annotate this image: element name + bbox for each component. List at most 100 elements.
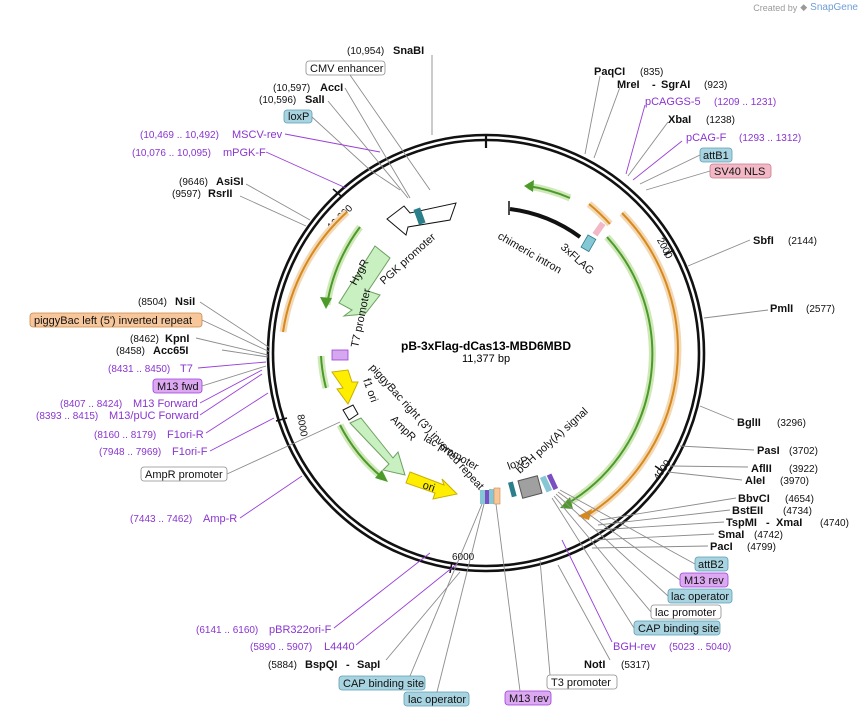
primer-f1ori-r-name: F1ori-R bbox=[167, 429, 204, 441]
leader-noti bbox=[557, 564, 611, 661]
primer-pcaggs5-name: pCAGGS-5 bbox=[645, 96, 701, 108]
site-pmli-name: PmlI bbox=[770, 303, 793, 315]
site-alei-range: (3970) bbox=[780, 476, 809, 487]
primer-amp-r-range: (7443 .. 7462) bbox=[130, 514, 192, 525]
leader-amp-r bbox=[239, 475, 303, 519]
leader-mscv-rev bbox=[284, 133, 381, 153]
primer-amp-r-name: Amp-R bbox=[203, 513, 237, 525]
plasmid-name: pB-3xFlag-dCas13-MBD6MBD bbox=[401, 339, 571, 353]
site-pasi-name: PasI bbox=[757, 445, 780, 457]
piggybac-left-label: piggyBac left (5') inverted repeat bbox=[34, 315, 192, 327]
leader-attb2 bbox=[559, 489, 696, 565]
site-bglii-range: (3296) bbox=[777, 418, 806, 429]
leader-tspmi bbox=[595, 521, 725, 531]
leader-piggybac-left bbox=[201, 319, 271, 353]
site-acc65i-name: Acc65I bbox=[153, 345, 188, 357]
site-bspqi-range: (5884) bbox=[268, 660, 297, 671]
mbd-arc bbox=[564, 236, 654, 506]
leader-t7 bbox=[197, 361, 267, 369]
site-bbvci-name: BbvCI bbox=[738, 493, 770, 505]
t3-promoter-label: T3 promoter bbox=[551, 677, 611, 689]
piggybac-right-block bbox=[342, 404, 359, 421]
tick-mark-6000 bbox=[449, 561, 453, 574]
leader-nsii bbox=[199, 301, 271, 349]
lac-operator-block bbox=[480, 490, 485, 504]
hygr-arrow bbox=[338, 245, 391, 317]
lac-operator-box-bottom bbox=[403, 691, 470, 707]
site-noti-name: NotI bbox=[584, 659, 605, 671]
leader-asisi bbox=[245, 183, 311, 221]
leader-paci bbox=[591, 545, 709, 549]
site-noti-range: (5317) bbox=[621, 660, 650, 671]
primer-pcag-f-range: (1293 .. 1312) bbox=[739, 133, 801, 144]
site-acci-name: AccI bbox=[320, 82, 343, 94]
t7-arc bbox=[320, 355, 327, 389]
site-smai-name: SmaI bbox=[718, 529, 744, 541]
site-acc65i-range: (8458) bbox=[116, 346, 145, 357]
primer-pbr322-name: pBR322ori-F bbox=[269, 624, 332, 636]
site-bspqi-name: BspQI bbox=[305, 659, 337, 671]
m13-rev-block bbox=[493, 487, 501, 505]
site-smai-range: (4742) bbox=[754, 530, 783, 541]
primer-m13-puc-name: M13/pUC Forward bbox=[109, 410, 199, 422]
site-paqci-name: PaqCI bbox=[594, 66, 625, 78]
site-nsii-range: (8504) bbox=[138, 297, 167, 308]
primer-pcag-f-name: pCAG-F bbox=[686, 132, 727, 144]
site-asisi-name: AsiSI bbox=[216, 176, 244, 188]
label-lac-promoter: lac promoter bbox=[422, 432, 481, 473]
primer-l4440-name: L4440 bbox=[324, 641, 355, 653]
m13-rev-right-label: M13 rev bbox=[684, 575, 724, 587]
cap-binding-block bbox=[489, 489, 494, 504]
site-bglii-name: BglII bbox=[737, 417, 761, 429]
site-sapi-name: SapI bbox=[357, 659, 380, 671]
site-bbvci-range: (4654) bbox=[785, 494, 814, 505]
leader-bbvci bbox=[599, 497, 737, 521]
site-asisi-range: (9646) bbox=[179, 177, 208, 188]
site-tspmi-name: TspMI bbox=[726, 517, 757, 529]
site-aflii-name: AflII bbox=[751, 463, 772, 475]
site-xmai-name: XmaI bbox=[776, 517, 802, 529]
leader-m13-rev-bottom bbox=[495, 503, 521, 692]
m13-rev-right-block bbox=[546, 473, 559, 491]
site-alei-name: AleI bbox=[745, 475, 765, 487]
sv40-nls-arc bbox=[588, 203, 611, 225]
site-rsrii-name: RsrII bbox=[208, 188, 232, 200]
leader-attb1 bbox=[639, 154, 701, 185]
leader-sv40-nls bbox=[645, 170, 711, 191]
site-sbfi-name: SbfI bbox=[753, 235, 774, 247]
primer-m13-forward-range: (8407 .. 8424) bbox=[60, 399, 122, 410]
primer-t7-range: (8431 .. 8450) bbox=[108, 364, 170, 375]
snapgene-credit: Created by ◆ SnapGene bbox=[753, 2, 858, 13]
primer-pcaggs5-range: (1209 .. 1231) bbox=[714, 97, 776, 108]
leader-acc65i bbox=[221, 349, 269, 358]
leader-m13-puc-forward bbox=[199, 373, 263, 416]
bgh-polya-block bbox=[517, 475, 543, 499]
nls-block bbox=[592, 221, 606, 237]
lac-promoter-block bbox=[485, 490, 489, 504]
site-sgrai-name: SgrAI bbox=[661, 79, 690, 91]
site-paci-range: (4799) bbox=[747, 542, 776, 553]
leader-bgh-rev bbox=[561, 539, 613, 643]
plasmid-size: 11,377 bp bbox=[462, 353, 510, 365]
primer-pbr322-range: (6141 .. 6160) bbox=[196, 625, 258, 636]
leader-alei bbox=[667, 471, 743, 481]
t7-promoter-block bbox=[331, 349, 349, 361]
leader-aflii bbox=[669, 465, 749, 468]
pgk-promoter-marker bbox=[413, 207, 426, 225]
label-bgh-polya: bGH poly(A) signal bbox=[514, 406, 591, 477]
loxp-box bbox=[283, 109, 313, 124]
leader-lac-promoter-right bbox=[553, 495, 652, 613]
m13-fwd-label: M13 fwd bbox=[157, 381, 199, 393]
sv40-nls-label: SV40 NLS bbox=[714, 166, 765, 178]
leader-f1ori-r bbox=[205, 392, 269, 434]
site-xbai-range: (1238) bbox=[706, 115, 735, 126]
leader-bspqi bbox=[385, 571, 461, 661]
ampr-outer-arrowhead bbox=[375, 470, 388, 482]
leader-cmv bbox=[349, 74, 431, 191]
leader-pasi bbox=[679, 445, 755, 451]
tick-mark-4000 bbox=[654, 465, 665, 473]
cap-binding-bottom-label: CAP binding site bbox=[343, 678, 424, 690]
site-nsii-name: NsiI bbox=[175, 296, 195, 308]
site-sali-range: (10,596) bbox=[259, 95, 296, 106]
